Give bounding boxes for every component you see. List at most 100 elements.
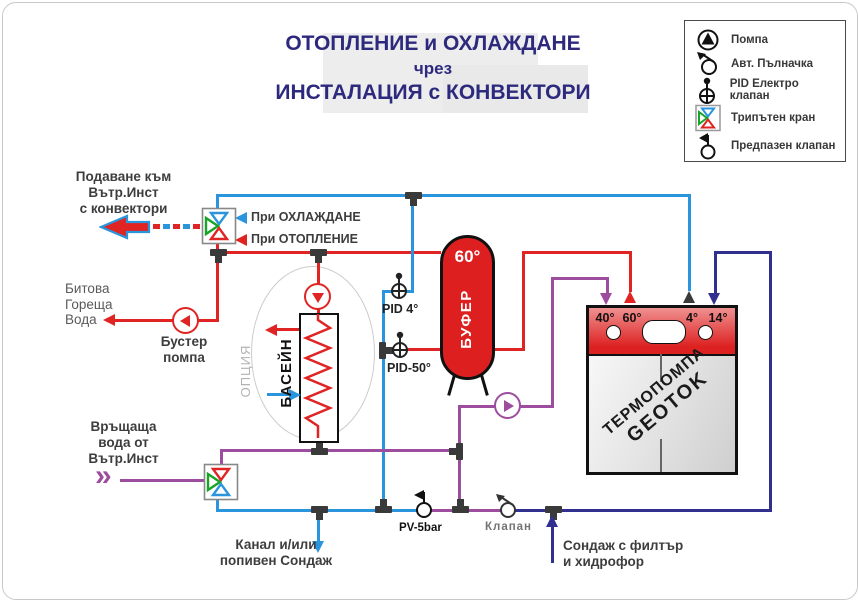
pipe-hp-4-out	[688, 194, 691, 291]
three-way-valve-icon	[693, 104, 723, 132]
legend-item-pump: Помпа	[693, 28, 837, 52]
pump-direction-icon	[311, 292, 324, 303]
borehole-flow-arrow	[546, 515, 558, 527]
pipe-hot-return-riser	[522, 251, 525, 351]
pool-coil	[301, 314, 337, 438]
heat-pump-name: ТЕРМОПОМПА GEOTOK	[593, 338, 731, 463]
safety-valve-icon	[693, 132, 723, 160]
pid4-label: PID 4°	[382, 302, 419, 316]
legend-label: Авт. Пълначка	[731, 58, 814, 70]
hp-port-circle	[698, 325, 713, 340]
junction-tee	[310, 249, 327, 263]
hp-temp-14: 14°	[708, 311, 728, 325]
supply-arrow-icon	[99, 214, 151, 240]
pipe-hot-main	[217, 251, 441, 254]
heating-mode-label: При ОТОПЛЕНИЕ	[251, 232, 358, 246]
booster-pump-label: Бустер помпа	[160, 334, 208, 365]
pool-in-stub	[267, 393, 293, 396]
junction-tee	[311, 506, 328, 520]
buffer-name: БУФЕР	[458, 289, 475, 349]
return-water-label: Връщаща вода от Вътр.Инст	[88, 419, 159, 466]
hp-14-flow-arrow	[708, 293, 720, 305]
junction-tee	[405, 192, 422, 206]
pid-valve-50	[390, 330, 410, 358]
page-title: ОТОПЛЕНИЕ и ОХЛАЖДАНЕ чрез ИНСТАЛАЦИЯ с …	[233, 31, 633, 106]
heat-pump-unit: 40° 60° 4° 14° ТЕРМОПОМПА GEOTOK	[586, 305, 738, 475]
pipe-pool-feed	[317, 251, 320, 314]
legend-label: PID Електро клапан	[729, 78, 799, 102]
dhw-flow-arrow	[103, 314, 115, 326]
heat-pump-temp-band: 40° 60° 4° 14°	[589, 308, 735, 356]
drain-label: Канал и/или попивен Сондаж	[219, 537, 333, 568]
legend-item-pid-valve: PID Електро клапан	[693, 76, 837, 104]
pid-electro-valve-icon	[693, 76, 722, 104]
pipe-return-inlet	[120, 479, 207, 482]
hp-display-pill	[642, 320, 686, 344]
pipe-borehole-branch	[551, 511, 554, 563]
pool-pump	[304, 283, 331, 310]
pipe-valve-return-stub	[220, 450, 223, 466]
watermark-patch	[443, 65, 588, 113]
pool-out-stub	[277, 328, 301, 331]
buffer-temp: 60°	[454, 247, 481, 266]
pid-valve-4	[389, 271, 409, 299]
supply-label: Подаване към Вътр.Инст с конвектори	[75, 169, 172, 216]
booster-pump	[172, 307, 199, 334]
double-chevron-icon: »	[95, 459, 112, 492]
hp-60-flow-arrow	[624, 291, 636, 303]
pipe-hp-40-top	[551, 277, 609, 280]
return-pump	[494, 392, 521, 419]
hp-temp-60: 60°	[622, 311, 642, 325]
pv5bar-label: PV-5bar	[399, 522, 442, 534]
pipe-source-bottom	[509, 509, 772, 512]
pipe-hp-14-in	[714, 251, 717, 295]
hp-temp-40: 40°	[595, 311, 615, 325]
junction-tee	[449, 443, 463, 460]
three-way-valve-top	[201, 207, 237, 245]
pool-in-arrow	[289, 389, 301, 401]
dhw-label: Битова Гореща Вода	[65, 281, 113, 327]
pipe-return-run	[220, 449, 461, 452]
pipe-hot-60-top	[522, 251, 632, 254]
pid50-label: PID-50°	[387, 361, 431, 375]
junction-tee	[311, 441, 328, 455]
pipe-hp-40-riser	[551, 277, 554, 408]
safety-valve-pv5bar	[412, 488, 436, 518]
cooling-mode-label: При ОХЛАЖДАНЕ	[251, 210, 361, 224]
junction-tee	[379, 342, 393, 359]
title-line1: ОТОПЛЕНИЕ и ОХЛАЖДАНЕ	[285, 32, 581, 55]
junction-tee	[210, 249, 227, 263]
legend-label: Трипътен кран	[731, 112, 816, 124]
pipe-hp-60-out	[629, 251, 632, 292]
legend-label: Предпазен клапан	[731, 140, 836, 152]
hp-seam-line	[660, 354, 662, 382]
pump-icon	[693, 28, 723, 52]
filler-valve	[493, 494, 521, 520]
legend-item-safety-valve: Предпазен клапан	[693, 132, 837, 160]
hp-seam-line	[660, 439, 662, 472]
heating-mode-arrow-icon	[235, 234, 247, 246]
pipe-cold-riser	[382, 290, 385, 512]
hp-port-circle	[606, 325, 621, 340]
junction-tee	[375, 499, 392, 513]
auto-filler-icon	[693, 52, 723, 76]
legend-item-three-way: Трипътен кран	[693, 104, 837, 132]
pipe-valve-drain-stub	[216, 497, 219, 511]
pool-label: БАСЕЙН	[278, 338, 295, 408]
legend-box: Помпа Авт. Пълначка PID Електро клапан Т…	[684, 20, 846, 162]
hp-4-flow-arrow	[683, 291, 695, 303]
pipe-heating-riser	[216, 241, 219, 322]
pipe-kanal-branch	[317, 509, 320, 542]
legend-label: Помпа	[731, 34, 768, 46]
pipe-supply-dashed	[153, 224, 205, 229]
pipe-dhw-booster	[115, 319, 219, 322]
pipe-cold-main-top	[216, 194, 691, 197]
drain-flow-arrow	[312, 541, 324, 553]
three-way-valve-bottom	[203, 463, 239, 501]
title-line3: ИНСТАЛАЦИЯ с КОНВЕКТОРИ	[275, 81, 591, 104]
option-label: ОПЦИЯ	[238, 344, 253, 398]
hp-temp-4: 4°	[686, 311, 698, 325]
filler-valve-label: Клапан	[485, 521, 533, 533]
pipe-hp-40-in	[606, 277, 609, 294]
